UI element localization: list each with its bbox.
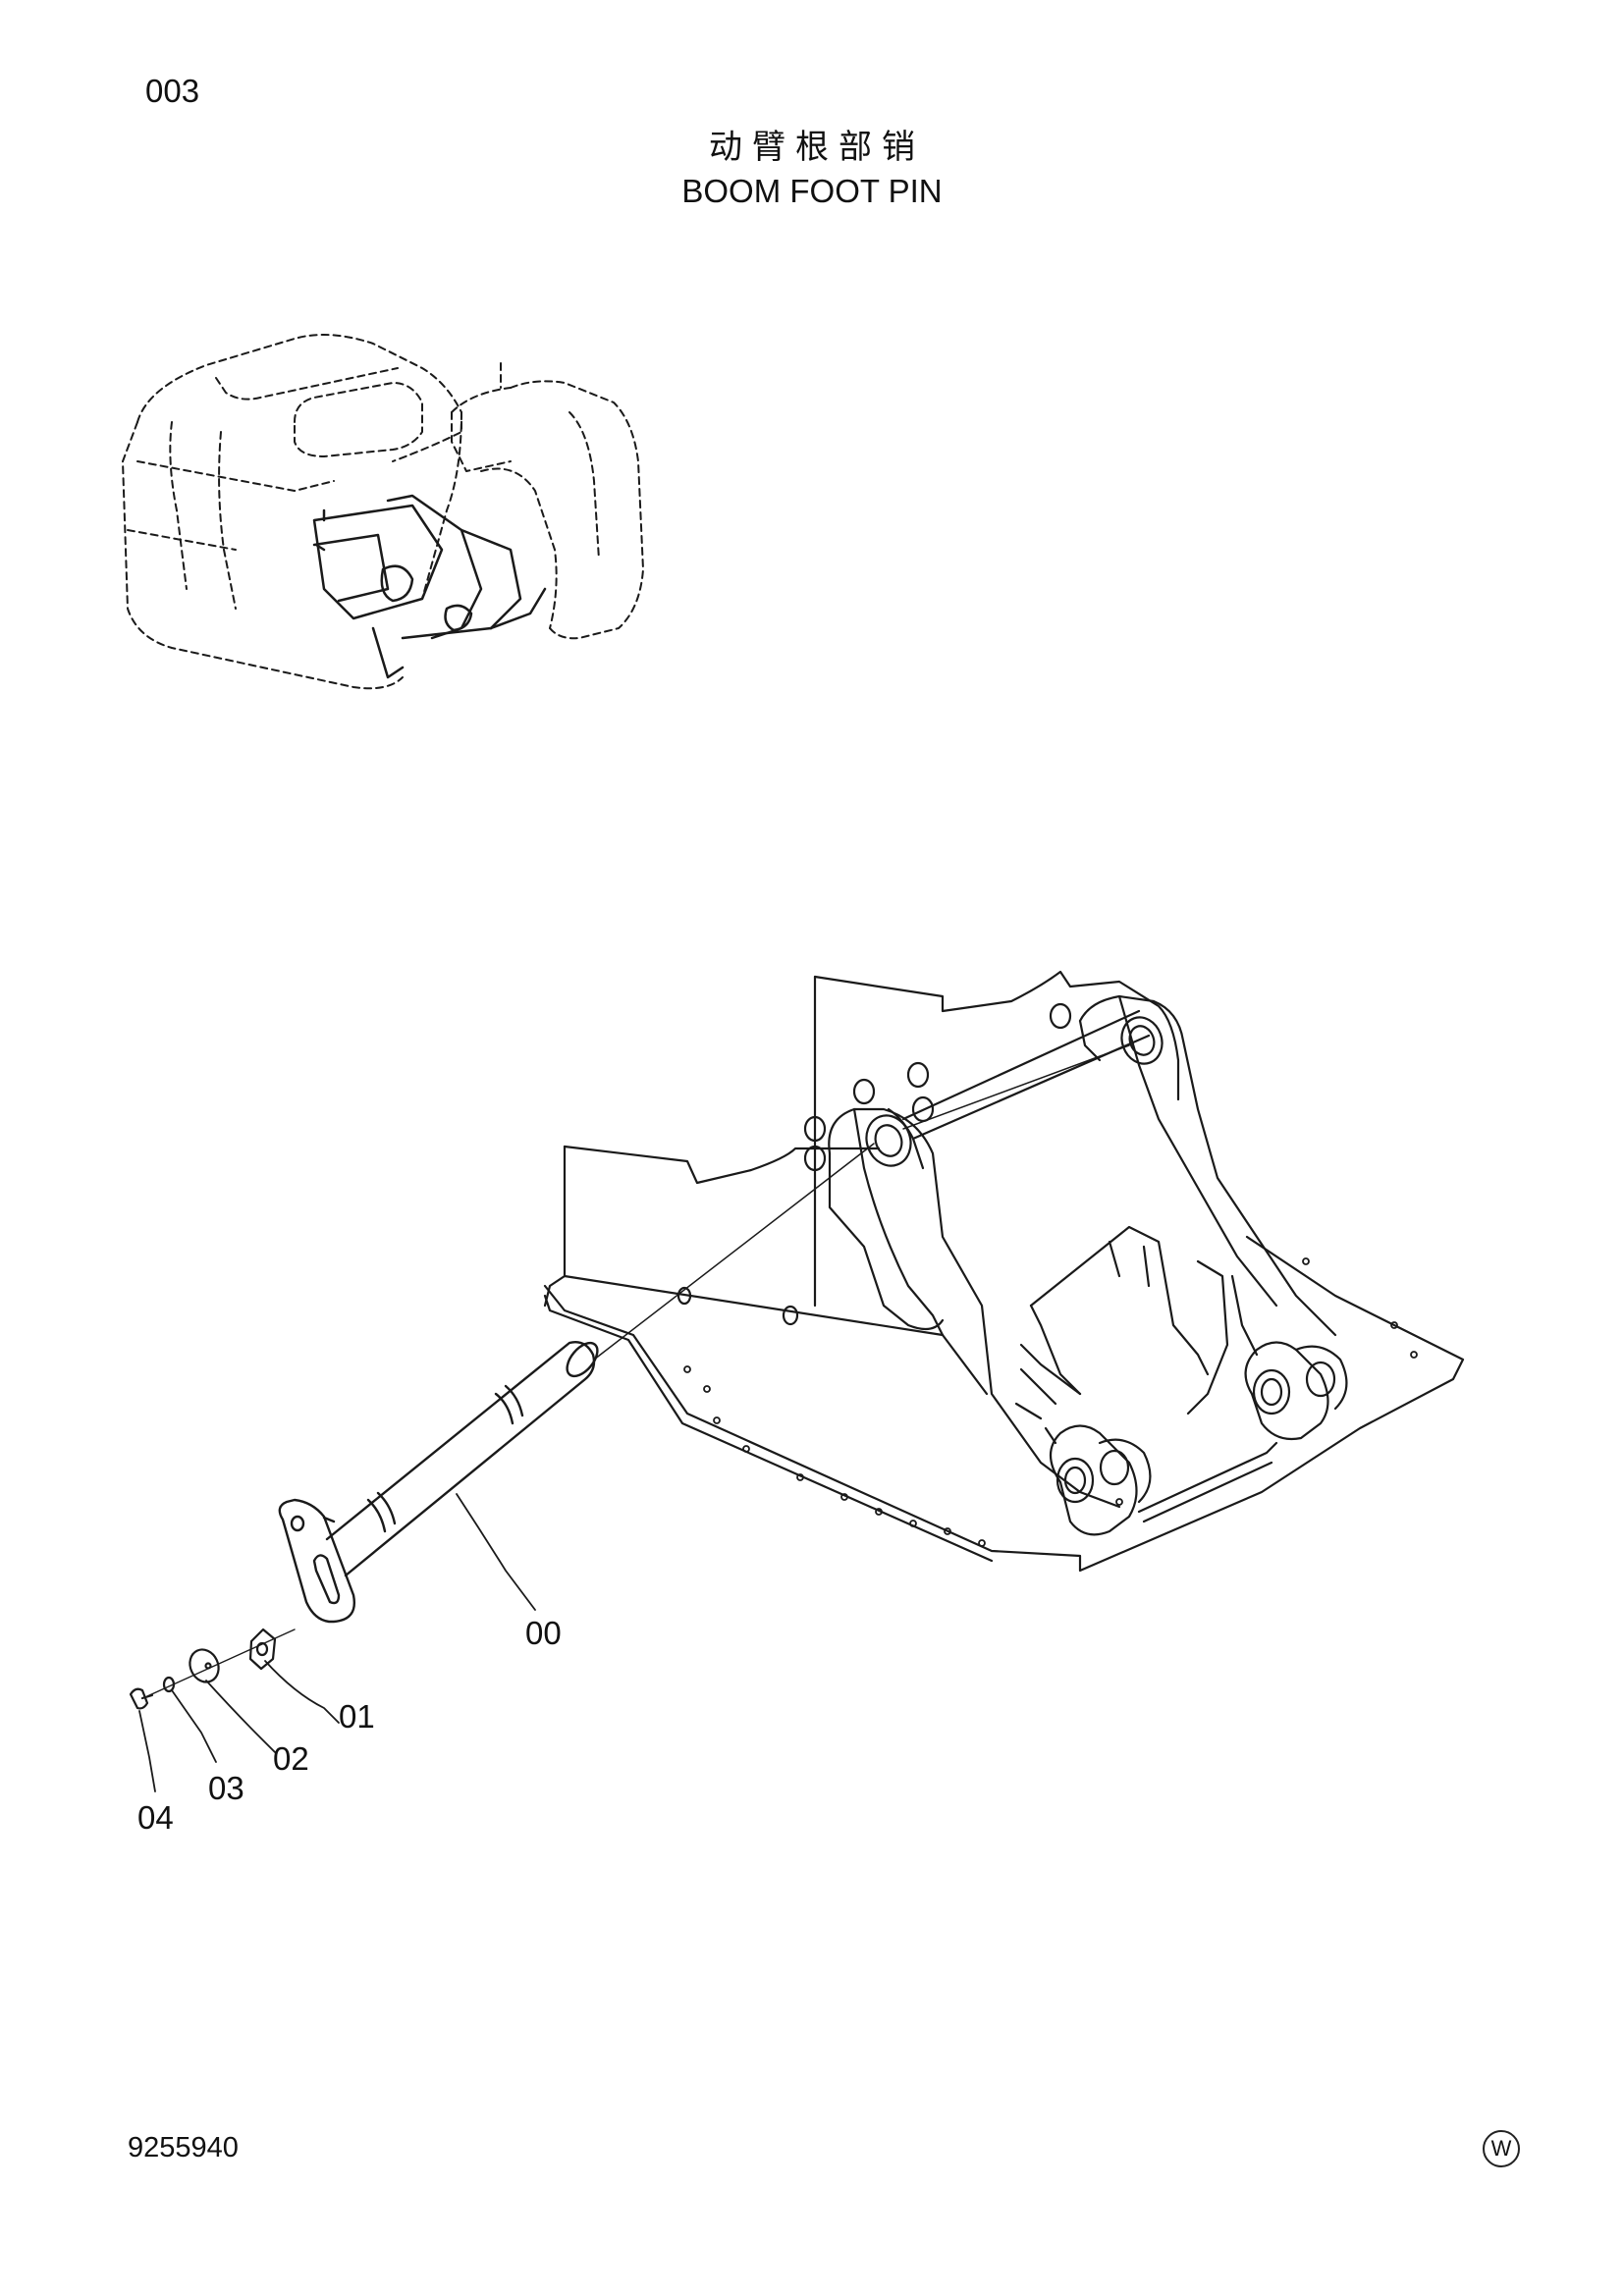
- callout-04: 04: [137, 1799, 174, 1836]
- part-01: [248, 1628, 277, 1671]
- callout-02: 02: [273, 1740, 309, 1777]
- title-chinese: 动臂根部销: [709, 128, 925, 167]
- pin-axis-line: [593, 1143, 875, 1361]
- pin-axis-line-rear: [902, 1044, 1130, 1130]
- document-number: 9255940: [128, 2132, 239, 2163]
- page-number: 003: [145, 73, 200, 109]
- boom-foot-pin: [278, 1341, 599, 1624]
- small-parts: [129, 1628, 296, 1710]
- callout-leaders: [138, 1493, 536, 1792]
- callout-01: 01: [339, 1698, 375, 1735]
- part-02: [189, 1648, 220, 1683]
- callout-00: 00: [525, 1615, 562, 1651]
- callout-03: 03: [208, 1770, 244, 1806]
- machine-overview-illustration: [122, 334, 644, 690]
- title-english: BOOM FOOT PIN: [681, 173, 943, 209]
- main-frame-illustration: [543, 970, 1465, 1573]
- mounting-holes: [683, 1257, 1418, 1547]
- part-04: [129, 1687, 149, 1710]
- w-mark: W: [1483, 2130, 1520, 2167]
- machine-overview-boom-highlight: [312, 494, 547, 679]
